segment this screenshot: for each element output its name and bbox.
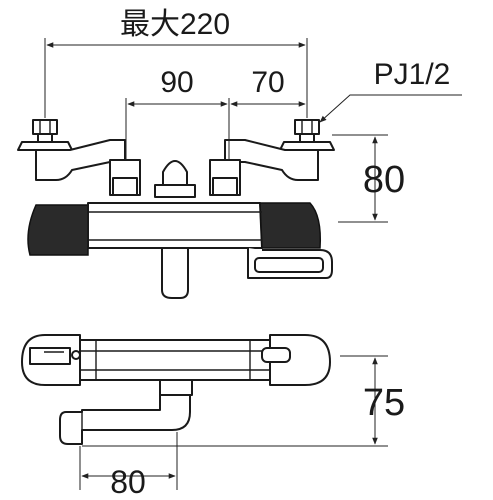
right-inlet-nut (279, 119, 335, 151)
dim-left-spacing-label: 90 (160, 66, 193, 99)
dim-depth-label: 75 (363, 382, 405, 424)
thread-callout-label: PJ1/2 (374, 58, 451, 91)
dim-spout-label: 80 (110, 464, 146, 500)
right-eccentric-pipe (209, 139, 319, 196)
front-view (17, 119, 335, 299)
left-cap (21, 334, 81, 386)
dim-right-spacing-label: 70 (251, 66, 284, 99)
thermostat-body (27, 202, 333, 299)
center-valve-knob (154, 160, 196, 198)
dim-height-label: 80 (363, 159, 405, 201)
left-inlet-nut (17, 119, 73, 151)
dimension-lines (44, 38, 462, 490)
body-bar (79, 339, 271, 381)
right-cap (261, 334, 331, 386)
dim-overall-label: 最大220 (120, 8, 230, 41)
bottom-view (21, 334, 331, 445)
left-eccentric-pipe (35, 139, 141, 196)
spout (59, 379, 193, 445)
